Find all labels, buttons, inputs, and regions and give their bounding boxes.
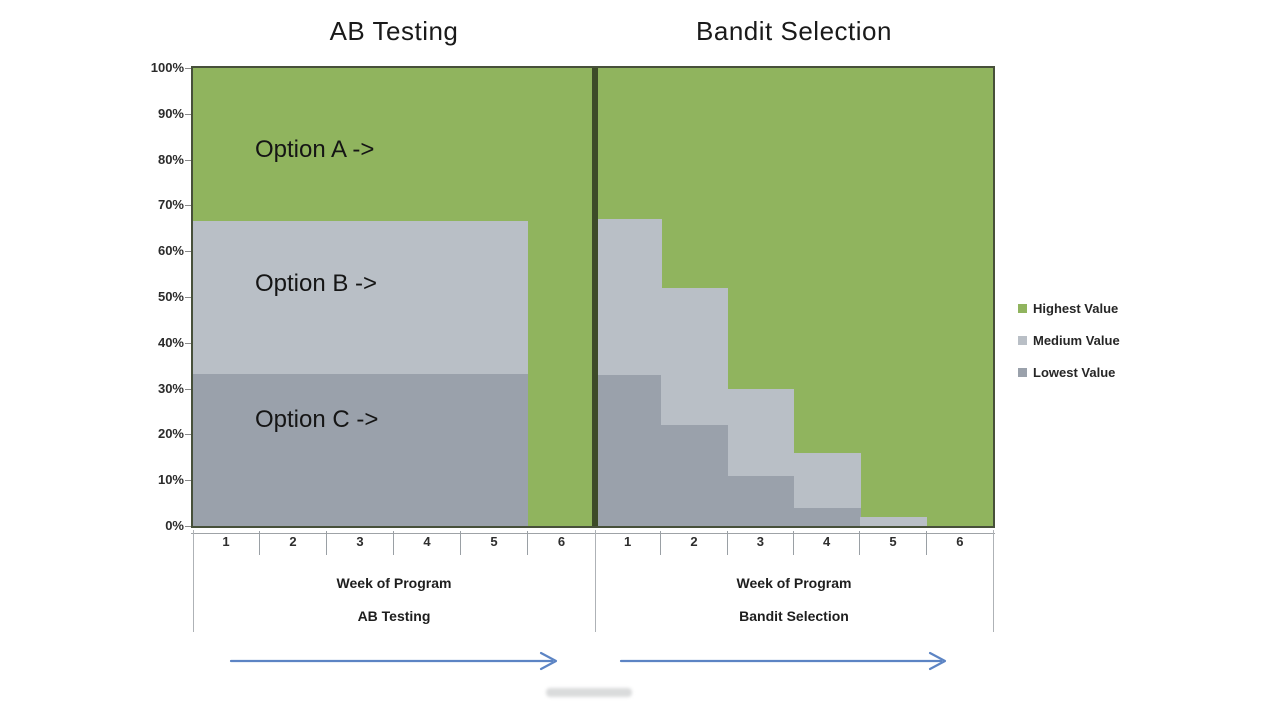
y-tick-label: 20% bbox=[157, 426, 184, 442]
panel-ab-testing: Option A -> Option B -> Option C -> bbox=[193, 68, 595, 526]
y-tick-label: 100% bbox=[150, 60, 184, 75]
timeline-arrows bbox=[229, 651, 947, 671]
y-tick-label: 50% bbox=[157, 289, 184, 304]
week-column-2 bbox=[259, 68, 328, 526]
panel-divider bbox=[592, 68, 598, 526]
legend-label-medium: Medium Value bbox=[1033, 332, 1120, 348]
faint-watermark-smudge bbox=[546, 688, 632, 697]
x-axis-label-ab-testing: Week of Program bbox=[336, 575, 452, 591]
week-column-3 bbox=[727, 68, 795, 526]
x-tick-label: 1 bbox=[193, 531, 260, 555]
y-tick-mark bbox=[185, 68, 191, 69]
x-tick-label: 5 bbox=[461, 531, 528, 555]
y-tick-label: 30% bbox=[157, 380, 184, 396]
week-column-6 bbox=[528, 68, 595, 526]
legend-item-lowest: Lowest Value bbox=[1018, 364, 1120, 380]
week-column-4 bbox=[794, 68, 861, 526]
axis-boundary-line bbox=[595, 530, 596, 632]
week-column-1 bbox=[595, 68, 662, 526]
panel-title-ab-testing: AB Testing bbox=[329, 16, 459, 46]
legend-label-highest: Highest Value bbox=[1033, 300, 1119, 316]
panel-bandit-selection bbox=[595, 68, 993, 526]
x-tick-label: 2 bbox=[661, 531, 728, 555]
group-label-bandit-selection: Bandit Selection bbox=[739, 608, 849, 624]
medium-value-area bbox=[860, 516, 927, 526]
legend: Highest Value Medium Value Lowest Value bbox=[1018, 300, 1120, 396]
y-tick-mark bbox=[185, 342, 191, 344]
lowest-value-area bbox=[394, 373, 462, 526]
week-column-2 bbox=[661, 68, 728, 526]
y-tick-label: 80% bbox=[157, 151, 184, 167]
y-tick-mark bbox=[185, 251, 191, 253]
lowest-value-area bbox=[794, 507, 861, 526]
legend-label-lowest: Lowest Value bbox=[1033, 364, 1116, 380]
axis-boundary-line bbox=[993, 530, 994, 632]
y-tick-mark bbox=[185, 159, 191, 161]
y-tick-label: 40% bbox=[157, 334, 184, 350]
week-column-1 bbox=[193, 68, 261, 526]
arrow-right-icon bbox=[229, 651, 947, 671]
lowest-value-area bbox=[460, 373, 529, 526]
x-tick-label: 1 bbox=[595, 531, 662, 555]
week-column-5 bbox=[860, 68, 927, 526]
y-tick-mark bbox=[185, 434, 191, 436]
plot-frame: Option A -> Option B -> Option C -> bbox=[191, 66, 995, 528]
x-tick-label: 3 bbox=[327, 531, 394, 555]
y-tick-mark bbox=[185, 205, 191, 207]
panel-title-bandit-selection: Bandit Selection bbox=[696, 16, 892, 46]
week-column-3 bbox=[326, 68, 395, 526]
annotation-option-b: Option B -> bbox=[255, 270, 378, 297]
x-tick-label: 3 bbox=[728, 531, 794, 555]
category-axis-line bbox=[191, 533, 995, 534]
annotation-option-c: Option C -> bbox=[255, 406, 379, 433]
y-tick-mark bbox=[185, 113, 191, 115]
x-tick-label: 5 bbox=[860, 531, 927, 555]
week-column-4 bbox=[394, 68, 462, 526]
x-tick-label: 2 bbox=[260, 531, 327, 555]
x-tick-label: 6 bbox=[956, 534, 964, 549]
legend-swatch-medium-icon bbox=[1018, 335, 1027, 345]
x-tick-label: 4 bbox=[794, 531, 861, 555]
week-column-5 bbox=[460, 68, 529, 526]
legend-swatch-highest-icon bbox=[1018, 303, 1027, 313]
y-tick-mark bbox=[185, 526, 191, 527]
group-label-ab-testing: AB Testing bbox=[357, 608, 431, 624]
lowest-value-area bbox=[661, 425, 728, 526]
x-tick-label: 6 bbox=[557, 534, 566, 549]
y-tick-mark bbox=[185, 480, 191, 482]
week-column-6 bbox=[927, 68, 993, 526]
annotation-option-a: Option A -> bbox=[255, 136, 375, 163]
x-tick-label: 4 bbox=[394, 531, 461, 555]
y-tick-mark bbox=[185, 297, 191, 298]
lowest-value-area bbox=[595, 374, 662, 526]
lowest-value-area bbox=[727, 475, 795, 526]
lowest-value-area bbox=[259, 373, 328, 526]
y-tick-label: 70% bbox=[157, 197, 184, 213]
lowest-value-area bbox=[326, 373, 395, 526]
legend-item-highest: Highest Value bbox=[1018, 300, 1120, 316]
legend-item-medium: Medium Value bbox=[1018, 332, 1120, 348]
x-axis-label-bandit-selection: Week of Program bbox=[736, 575, 852, 591]
y-tick-label: 90% bbox=[157, 105, 184, 121]
y-tick-label: 0% bbox=[165, 518, 184, 533]
y-tick-label: 10% bbox=[157, 472, 184, 488]
legend-swatch-lowest-icon bbox=[1018, 367, 1027, 377]
lowest-value-area bbox=[193, 373, 261, 526]
axis-boundary-line bbox=[193, 530, 194, 632]
y-tick-mark bbox=[185, 388, 191, 390]
y-tick-label: 60% bbox=[157, 243, 184, 259]
